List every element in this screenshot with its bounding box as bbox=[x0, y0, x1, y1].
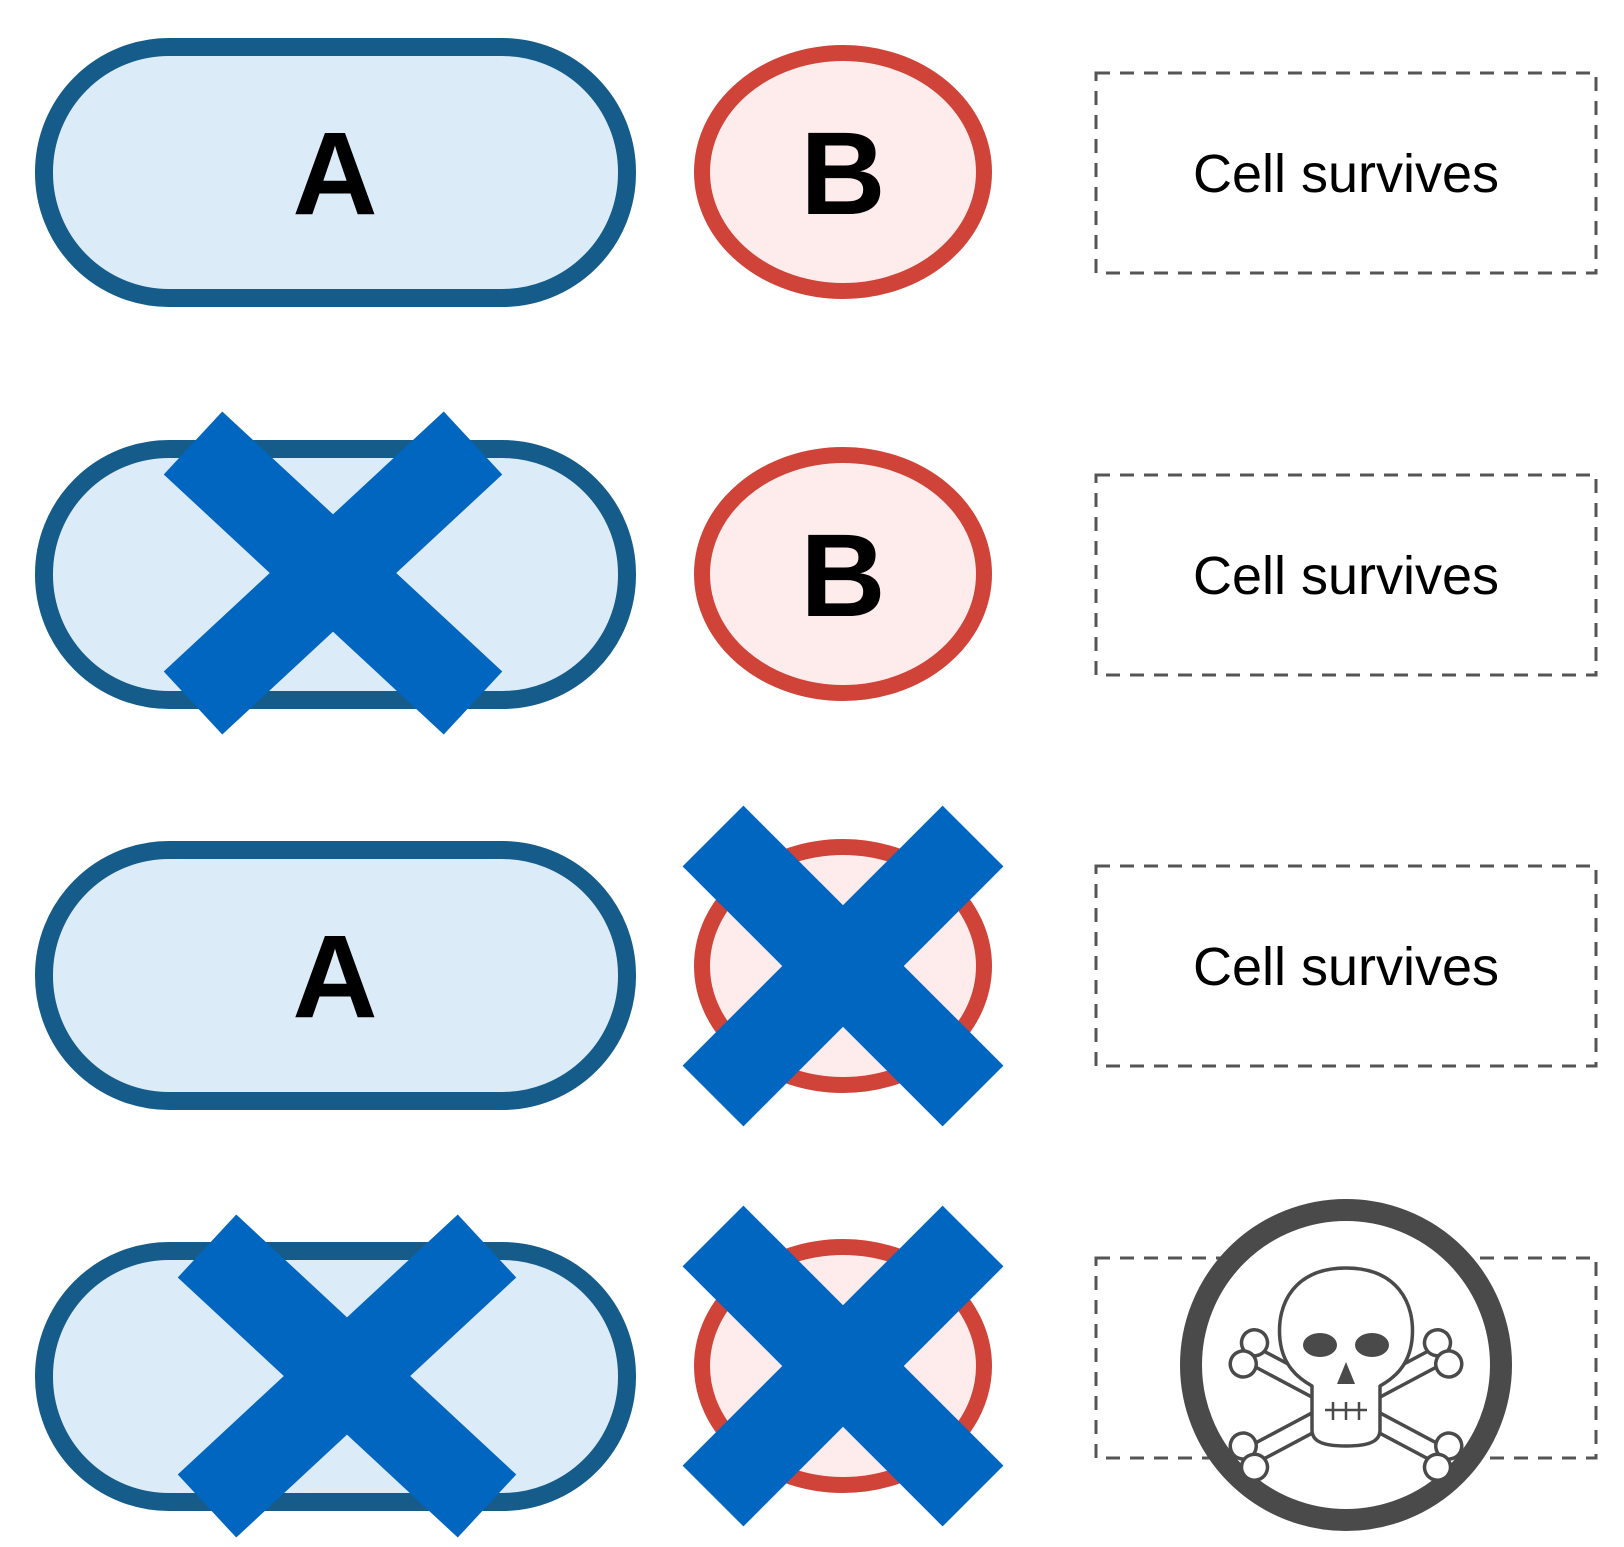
outcome-box bbox=[1094, 864, 1598, 1068]
knockout-cross-icon bbox=[163, 411, 503, 735]
gene-a-pill bbox=[35, 38, 636, 307]
row-2: B Cell survives bbox=[35, 411, 1598, 735]
knockout-cross-icon bbox=[682, 1205, 1004, 1527]
gene-b-circle bbox=[694, 45, 992, 299]
outcome-label: Cell survives bbox=[1193, 144, 1499, 204]
outcome-label: Cell survives bbox=[1193, 937, 1499, 997]
row-4 bbox=[35, 1199, 1598, 1538]
outcome-box bbox=[1094, 473, 1598, 677]
gene-a-label: A bbox=[292, 911, 377, 1043]
outcome-box bbox=[1094, 71, 1598, 275]
gene-b-label: B bbox=[800, 510, 885, 642]
gene-a-label: A bbox=[292, 108, 377, 240]
skull-crossbones-icon bbox=[1180, 1199, 1512, 1531]
outcome-label: Cell survives bbox=[1193, 546, 1499, 606]
row-1: A B Cell survives bbox=[35, 38, 1598, 307]
gene-b-label: B bbox=[800, 108, 885, 240]
knockout-cross-icon bbox=[177, 1214, 517, 1538]
row-3: A Cell survives bbox=[35, 805, 1598, 1127]
gene-a-pill bbox=[35, 841, 636, 1110]
gene-b-circle bbox=[694, 447, 992, 701]
knockout-cross-icon bbox=[682, 805, 1004, 1127]
